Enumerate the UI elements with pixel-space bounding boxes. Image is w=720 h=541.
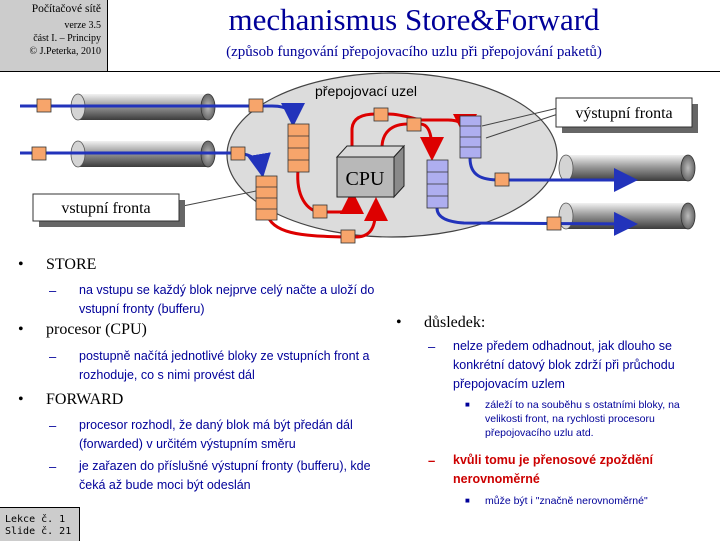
bullet-cpu: • procesor (CPU)	[18, 321, 147, 338]
version-label: verze 3.5	[64, 20, 101, 31]
header-divider	[107, 71, 720, 72]
forward-detail-1: – procesor rozhodl, že daný blok má být …	[49, 418, 353, 451]
store-detail: – na vstupu se každý blok nejprve celý n…	[49, 283, 375, 316]
footer-box: Lekce č. 1 Slide č. 21	[0, 507, 80, 541]
packet	[36, 98, 52, 113]
author-label: © J.Peterka, 2010	[29, 46, 101, 57]
internal-arrow-1	[296, 169, 364, 215]
output-queue-label: výstupní fronta	[575, 105, 672, 122]
input-queue-2	[255, 175, 278, 221]
input-arrow-1	[20, 102, 305, 127]
packet	[340, 229, 356, 244]
consequence-subitem-2: ■ může být i "značně nerovnoměrné"	[465, 495, 648, 507]
output-queue-1	[459, 115, 482, 159]
slide-title: mechanismus Store&Forward	[228, 2, 600, 37]
slide-number: Slide č. 21	[5, 526, 72, 537]
packet	[406, 117, 422, 132]
packet	[312, 204, 328, 219]
bullet-forward: • FORWARD	[18, 391, 124, 408]
consequence-item-2: – kvůli tomu je přenosové zpoždění nerov…	[428, 453, 654, 486]
packet	[31, 146, 47, 161]
store-forward-diagram: přepojovací uzel	[20, 72, 698, 244]
course-title: Počítačové sítě	[31, 3, 101, 15]
output-arrow-2	[435, 207, 638, 236]
input-queue-callout	[32, 193, 180, 222]
input-queue-label: vstupní fronta	[61, 200, 150, 217]
slide-subtitle: (způsob fungování přepojovacího uzlu při…	[226, 44, 602, 60]
packet	[230, 146, 246, 161]
output-queue-pointer	[485, 113, 559, 139]
packet	[494, 172, 510, 187]
cpu-label: CPU	[346, 168, 385, 190]
packet	[546, 216, 562, 231]
header-info-box: Počítačové sítě verze 3.5 část I. – Prin…	[0, 0, 108, 72]
cpu-box	[335, 144, 406, 199]
output-queue-callout	[555, 97, 693, 128]
input-queue-pointer	[177, 190, 257, 208]
switching-node-label: přepojovací uzel	[315, 83, 417, 99]
output-queue-2	[426, 159, 449, 209]
packet	[248, 98, 264, 113]
output-link-pipe-1	[558, 154, 696, 182]
part-label: část I. – Principy	[33, 33, 101, 44]
lesson-label: Lekce č. 1	[5, 514, 66, 525]
packet	[373, 107, 389, 122]
forward-detail-2: – je zařazen do příslušné výstupní front…	[49, 459, 371, 492]
output-queue-pointer	[481, 107, 559, 127]
input-queue-1	[287, 123, 310, 173]
consequence-subitem-1: ■ záleží to na souběhu s ostatními bloky…	[465, 399, 680, 439]
consequence-item-1: – nelze předem odhadnout, jak dlouho se …	[428, 339, 675, 391]
bullet-consequence: • důsledek:	[396, 314, 486, 331]
bullet-store: • STORE	[18, 256, 97, 273]
cpu-detail: – postupně načítá jednotlivé bloky ze vs…	[49, 349, 370, 382]
